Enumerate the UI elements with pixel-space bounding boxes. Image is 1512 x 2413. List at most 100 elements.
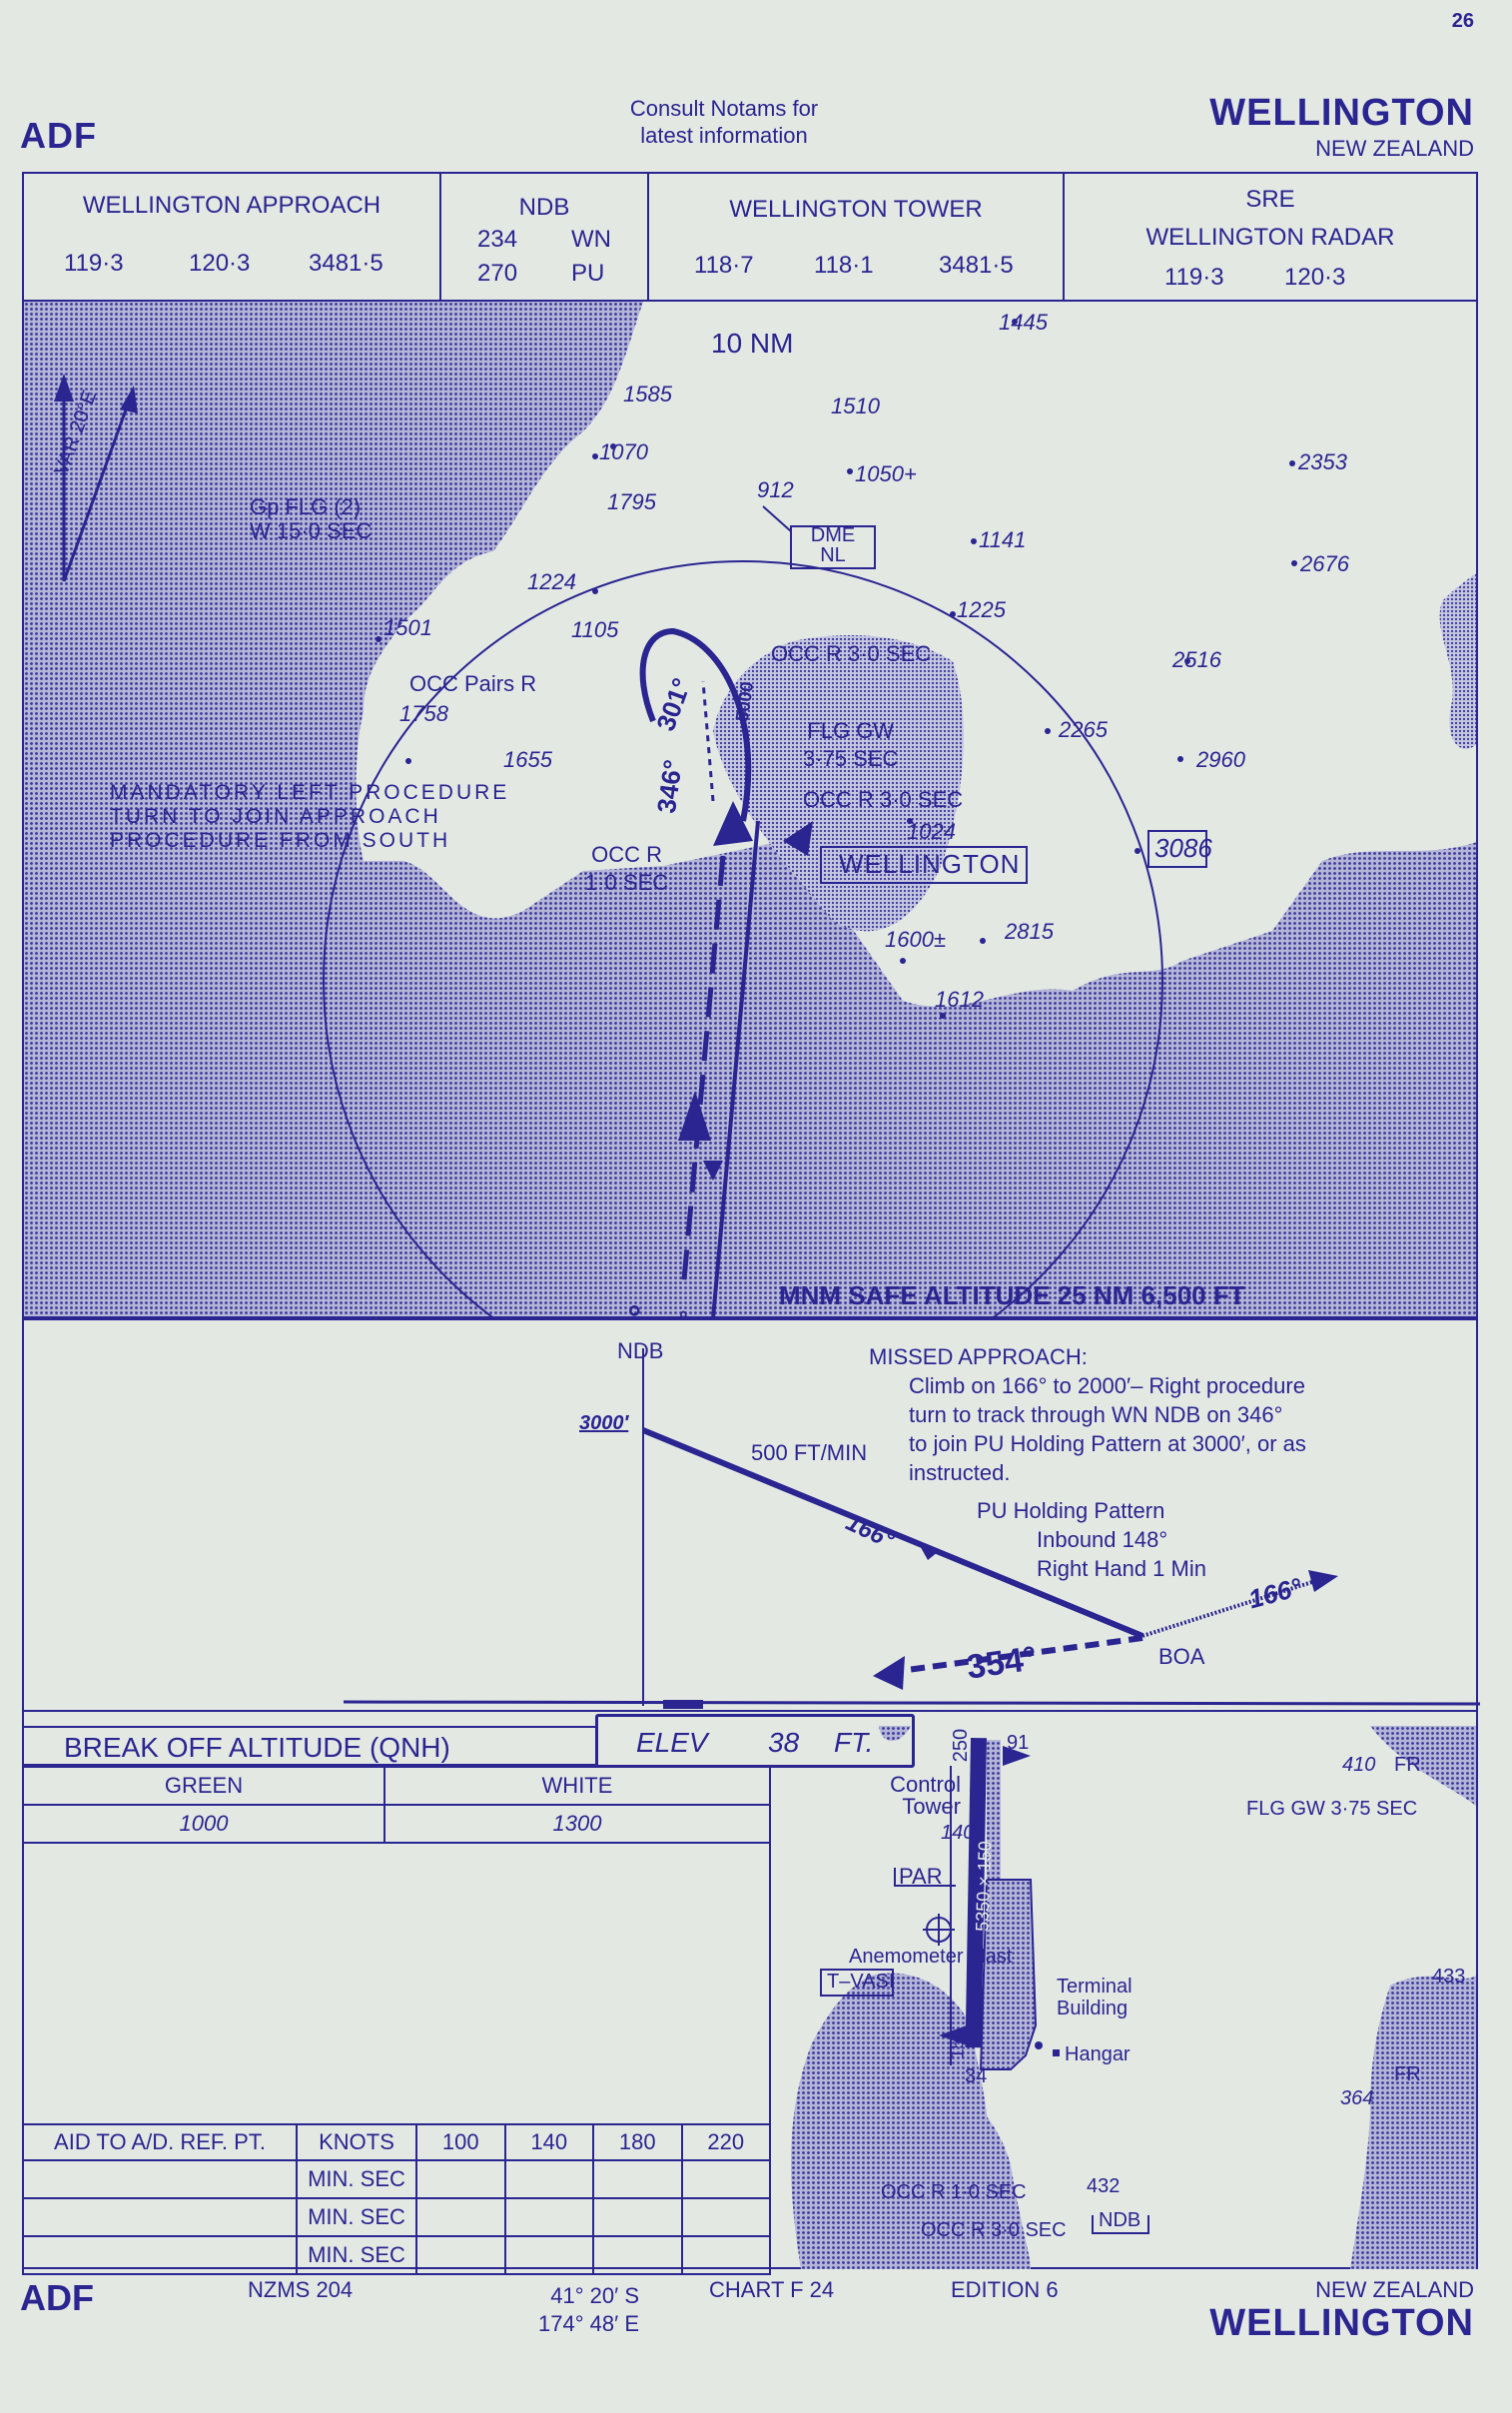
radar-freq: 119·3 xyxy=(1164,264,1224,291)
control-tower-height: 140 xyxy=(941,1822,975,1844)
timing-cell xyxy=(680,2235,771,2275)
timing-cell xyxy=(592,2197,683,2237)
gp-flg-line-2: W 15·0 SEC xyxy=(250,518,373,543)
break-off-title: BREAK OFF ALTITUDE (QNH) xyxy=(64,1732,450,1763)
timing-cell xyxy=(415,2235,506,2275)
notams-line-1: Consult Notams for xyxy=(629,96,819,121)
holding-line: PU Holding Pattern xyxy=(977,1498,1165,1523)
timing-row: MIN. SEC xyxy=(22,2197,771,2237)
tower-freq: 118·1 xyxy=(814,252,874,279)
footer-city: WELLINGTON xyxy=(1209,2302,1474,2344)
descent-rate: 500 FT/MIN xyxy=(751,1440,868,1465)
ndb-cell: NDB 234 WN 270 PU xyxy=(441,174,649,300)
timing-cell xyxy=(680,2197,771,2237)
timing-header: AID TO A/D. REF. PT. xyxy=(22,2123,298,2161)
spot-height: 1758 xyxy=(399,701,448,726)
footer-procedure-type: ADF xyxy=(20,2277,94,2318)
timing-header: 180 xyxy=(592,2123,683,2161)
dme-line-2: NL xyxy=(820,544,846,566)
east-lake xyxy=(1439,573,1476,749)
obstacle-364: 364 xyxy=(1340,2087,1374,2109)
timing-unit: MIN. SEC xyxy=(296,2159,417,2199)
break-off-value: 1300 xyxy=(383,1804,771,1844)
profile-altitude: 3000′ xyxy=(579,1412,629,1434)
elevation-label: ELEV xyxy=(636,1727,708,1758)
lower-section: BREAK OFF ALTITUDE (QNH) ELEV 38 FT. GRE… xyxy=(22,1710,1478,2275)
radar-title: WELLINGTON RADAR xyxy=(1145,224,1395,251)
footer-latitude: 41° 20′ S xyxy=(550,2283,639,2308)
timing-cell xyxy=(592,2235,683,2275)
break-off-table: GREEN WHITE 1000 1300 xyxy=(22,1766,771,1844)
ndb-freq: 234 xyxy=(477,226,518,253)
dme-line-1: DME xyxy=(810,524,856,546)
hangar-label: Hangar xyxy=(1065,2043,1131,2065)
max-spot-height: 3086 xyxy=(1154,833,1212,863)
fr-label-south: FR xyxy=(1394,2063,1421,2085)
break-off-header: GREEN xyxy=(22,1766,385,1806)
divider xyxy=(769,1766,771,2269)
timing-row: MIN. SEC xyxy=(22,2235,771,2275)
spot-height: 2265 xyxy=(1059,717,1108,742)
note-line-1: MANDATORY LEFT PROCEDURE xyxy=(110,781,510,804)
spot-height: 2815 xyxy=(1005,919,1054,944)
approach-cell: WELLINGTON APPROACH 119·3 120·3 3481·5 xyxy=(24,174,441,300)
runway-south-elevation: 34 xyxy=(965,2065,988,2087)
occ-r3-north-light: OCC R 3·0 SEC xyxy=(771,641,932,666)
range-ring-10nm xyxy=(323,560,1163,1316)
tower-freq: 3481·5 xyxy=(939,252,1014,279)
timing-cell xyxy=(22,2197,298,2237)
missed-approach-title: MISSED APPROACH: xyxy=(869,1344,1088,1369)
radar-cell: SRE WELLINGTON RADAR 119·3 120·3 xyxy=(1065,174,1476,300)
gp-flg-light: Gp FLG (2) W 15·0 SEC xyxy=(250,495,372,543)
timing-cell xyxy=(415,2159,506,2199)
notams-note: Consult Notams for latest information xyxy=(559,95,889,149)
spot-height: 1445 xyxy=(999,310,1048,335)
timing-unit: MIN. SEC xyxy=(296,2197,417,2237)
fr-label-north: FR xyxy=(1394,1754,1421,1776)
par-label: PAR xyxy=(899,1864,943,1889)
plan-view-map[interactable]: VAR 20°E 10 NM 1585 1510 1445 1070 1795 … xyxy=(22,302,1478,1318)
spot-height: 1510 xyxy=(831,394,880,418)
spot-height: 2676 xyxy=(1300,551,1349,576)
spot-height: 1224 xyxy=(527,569,576,594)
timing-cell xyxy=(22,2235,298,2275)
spot-height: 1024 xyxy=(907,819,956,844)
spot-height: 2353 xyxy=(1298,449,1347,474)
occ-r1-light: OCC R 1·0 SEC xyxy=(585,841,668,897)
elevation-unit: FT. xyxy=(834,1727,874,1758)
elevation-value: 38 xyxy=(768,1727,800,1758)
note-line-2: TURN TO JOIN APPROACH xyxy=(110,805,441,828)
occ-r1-aerodrome: OCC R 1·0 SEC xyxy=(881,2181,1027,2203)
occ-r3-south-light: OCC R 3·0 SEC xyxy=(803,787,964,812)
obstacle-410: 410 xyxy=(1342,1754,1376,1776)
occ-r3-aerodrome: OCC R 3·0 SEC xyxy=(921,2219,1067,2241)
holding-pattern-text: PU Holding Pattern Inbound 148° Right Ha… xyxy=(977,1496,1206,1583)
airport-country: NEW ZEALAND xyxy=(1315,136,1474,161)
control-tower: Control Tower xyxy=(877,1774,961,1818)
procedure-type: ADF xyxy=(20,115,97,156)
footer-map-ref: NZMS 204 xyxy=(248,2277,354,2302)
footer-longitude: 174° 48′ E xyxy=(538,2311,639,2336)
ndb-ident: WN xyxy=(571,226,611,253)
break-off-value: 1000 xyxy=(22,1804,385,1844)
tower-freq: 118·7 xyxy=(694,252,754,279)
spot-height: 2960 xyxy=(1196,747,1245,772)
spot-height: 1225 xyxy=(957,597,1006,622)
missed-line: to join PU Holding Pattern at 3000′, or … xyxy=(909,1431,1306,1456)
spot-height: 2516 xyxy=(1172,647,1221,672)
flg-gw-light: FLG GW 3·75 SEC xyxy=(803,717,898,773)
timing-cell xyxy=(503,2197,594,2237)
timing-table: AID TO A/D. REF. PT. KNOTS 100 140 180 2… xyxy=(22,2123,771,2275)
profile-view: NDB 3000′ 500 FT/MIN 166° 166° 354° BOA … xyxy=(22,1318,1480,1710)
aerodrome-chart[interactable]: 250 91 150 34 5350 × 150 Control Tower 1… xyxy=(771,1726,1476,2269)
approach-title: WELLINGTON APPROACH xyxy=(82,192,381,219)
radar-freq: 120·3 xyxy=(1284,264,1346,291)
timing-unit: MIN. SEC xyxy=(296,2235,417,2275)
spot-height: 1105 xyxy=(571,617,619,642)
missed-line: turn to track through WN NDB on 346° xyxy=(909,1402,1283,1427)
flg-gw-aerodrome: FLG GW 3·75 SEC xyxy=(1246,1798,1418,1820)
missed-line: Climb on 166° to 2000′– Right procedure xyxy=(909,1373,1305,1398)
approach-freq: 119·3 xyxy=(64,250,124,277)
boa-label: BOA xyxy=(1158,1644,1205,1669)
occ-r1-line-1: OCC R xyxy=(591,842,663,867)
